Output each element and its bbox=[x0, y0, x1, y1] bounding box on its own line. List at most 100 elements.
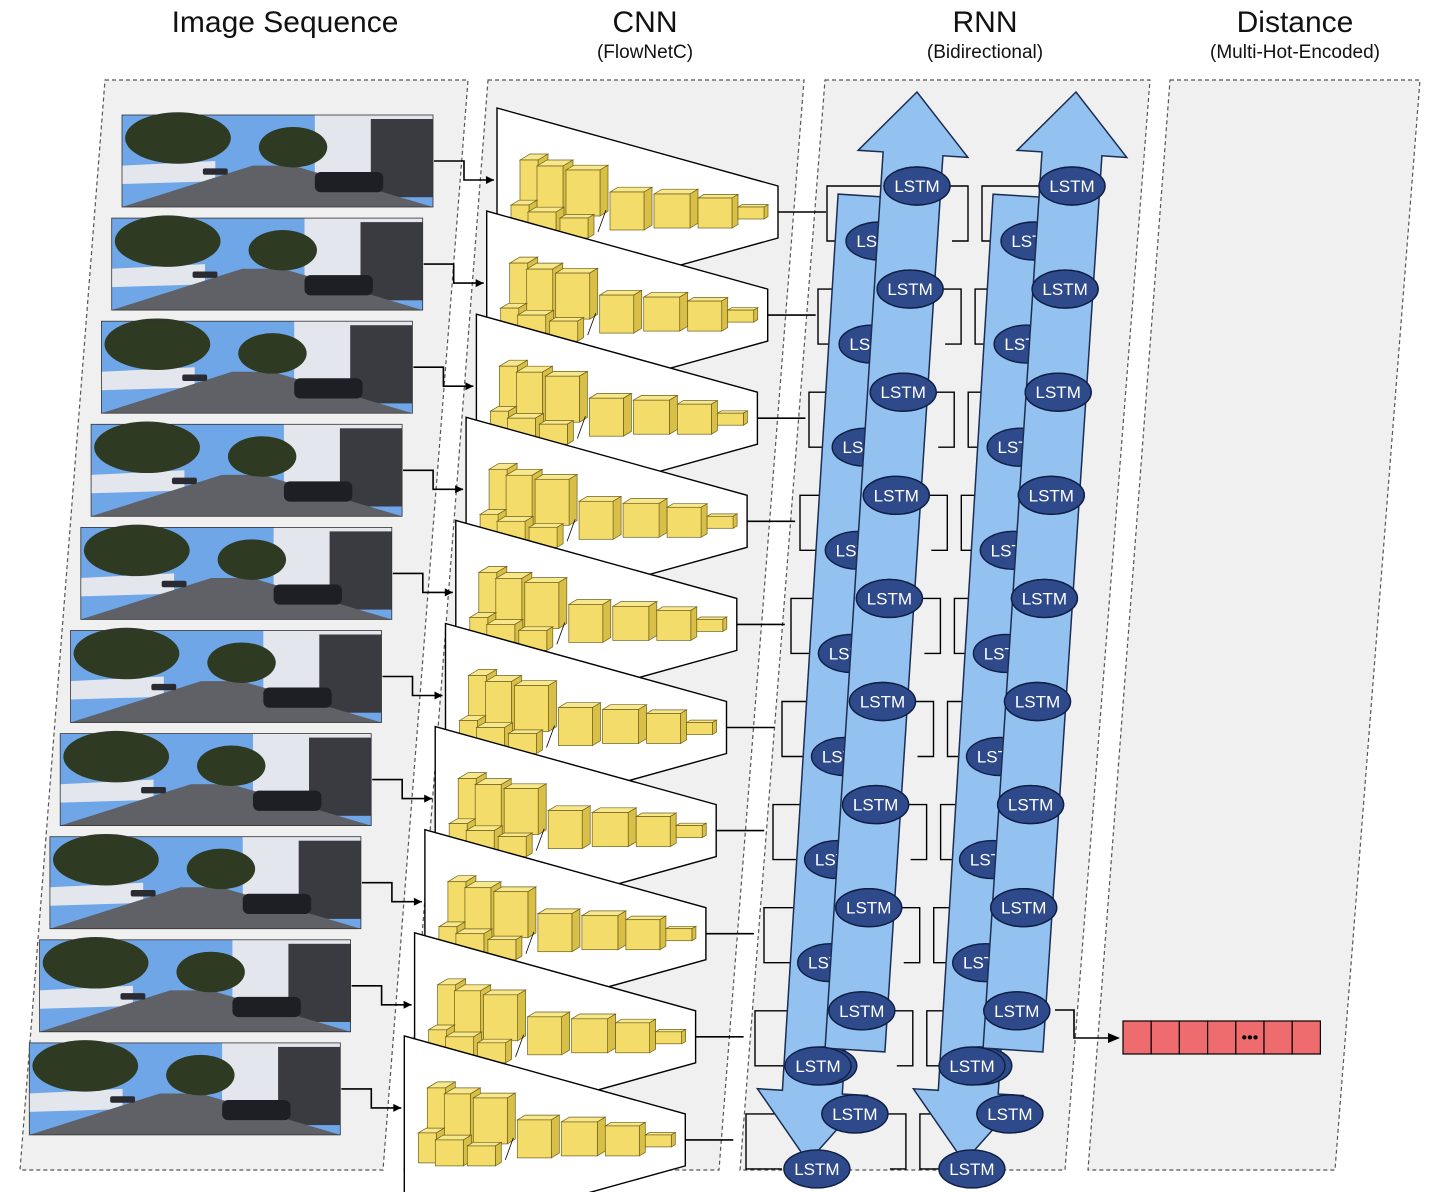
cube-top bbox=[716, 410, 749, 414]
cube-side bbox=[599, 164, 609, 217]
image-to-cnn-connector bbox=[361, 881, 422, 906]
cube-icon bbox=[466, 1141, 503, 1167]
car bbox=[232, 996, 301, 1018]
cube-side bbox=[623, 392, 632, 437]
frame-link bbox=[372, 778, 433, 800]
cube-front bbox=[737, 206, 765, 220]
frame-link bbox=[382, 675, 443, 697]
lstm-node: LSTM bbox=[938, 1046, 1006, 1086]
vector-cell-icon bbox=[1150, 1020, 1180, 1055]
lstm-label: LSTM bbox=[1049, 177, 1094, 196]
lstm-ellipse bbox=[990, 888, 1058, 928]
frame-link bbox=[413, 366, 474, 388]
cube-side bbox=[537, 783, 547, 836]
cube-icon bbox=[695, 616, 729, 633]
cube-front bbox=[633, 399, 670, 435]
cnn-flownetc bbox=[403, 1034, 734, 1192]
road bbox=[91, 474, 403, 517]
arrow-head bbox=[475, 279, 484, 288]
cube-top bbox=[674, 822, 708, 826]
cube-icon bbox=[486, 935, 524, 961]
cube-icon bbox=[644, 1131, 677, 1148]
cube-front bbox=[503, 788, 539, 835]
cube-top bbox=[696, 194, 740, 199]
image-border bbox=[70, 630, 382, 723]
lstm-label: LSTM bbox=[887, 280, 932, 299]
street-scene-image-icon bbox=[90, 421, 403, 517]
frame-link bbox=[423, 263, 484, 284]
cube-icon bbox=[674, 822, 708, 839]
feature-link bbox=[535, 828, 545, 851]
cube-side bbox=[732, 513, 738, 529]
road bbox=[111, 268, 423, 311]
road bbox=[101, 371, 413, 414]
cube-side bbox=[658, 497, 668, 538]
lstm-label: LSTM bbox=[874, 486, 919, 505]
cube-top bbox=[645, 709, 688, 714]
cube-icon bbox=[604, 1121, 647, 1157]
image-border bbox=[121, 114, 434, 208]
lstm-node: LSTM bbox=[996, 784, 1065, 825]
car bbox=[304, 275, 373, 296]
cube-icon bbox=[482, 989, 527, 1042]
cube-icon bbox=[664, 925, 698, 942]
cube-side bbox=[700, 503, 708, 538]
arrow-head bbox=[393, 1103, 402, 1112]
cube-icon bbox=[560, 1116, 607, 1157]
lstm-label: LSTM bbox=[881, 383, 926, 402]
lstm-ellipse bbox=[938, 1149, 1006, 1189]
car bbox=[263, 687, 332, 708]
cube-front bbox=[534, 478, 570, 526]
cube-front bbox=[581, 915, 619, 951]
lstm-label: LSTM bbox=[867, 589, 912, 608]
cube-icon bbox=[536, 908, 582, 953]
car bbox=[253, 790, 322, 811]
lstm-ellipse bbox=[784, 1046, 852, 1086]
cube-side bbox=[659, 915, 667, 951]
cube-front bbox=[483, 994, 518, 1042]
house bbox=[39, 985, 133, 1009]
lstm-ellipse bbox=[821, 1094, 889, 1134]
road bbox=[122, 165, 433, 207]
road bbox=[39, 990, 351, 1032]
lstm-label: LSTM bbox=[949, 1160, 994, 1179]
cube-icon bbox=[513, 680, 558, 733]
lstm-ellipse bbox=[996, 784, 1065, 825]
vector-cell-icon bbox=[1122, 1020, 1152, 1055]
arrow-head bbox=[403, 1000, 412, 1009]
title-text: CNN bbox=[612, 6, 678, 39]
cube-side bbox=[506, 1092, 516, 1145]
cube-front bbox=[622, 502, 660, 538]
arrow-head bbox=[424, 794, 433, 803]
cube-front bbox=[514, 685, 549, 732]
cube-top bbox=[736, 204, 770, 208]
lstm-ellipse bbox=[783, 1149, 851, 1189]
cube-icon bbox=[665, 503, 709, 538]
tree bbox=[227, 436, 297, 477]
image-to-cnn-connector bbox=[413, 366, 474, 391]
cube-icon bbox=[621, 497, 669, 538]
output-ellipsis: ••• bbox=[1241, 1030, 1258, 1047]
tree bbox=[73, 627, 180, 680]
cube-side bbox=[689, 188, 699, 229]
cube-icon bbox=[726, 307, 759, 323]
street-scene-image-icon bbox=[121, 112, 434, 208]
cube-top bbox=[634, 812, 678, 817]
cube-icon bbox=[608, 186, 654, 231]
image-to-cnn-connector bbox=[403, 469, 464, 494]
cube-top bbox=[726, 307, 759, 311]
cube-front bbox=[643, 296, 681, 332]
cube-side bbox=[546, 626, 554, 652]
lstm-node: LSTM bbox=[862, 475, 930, 515]
cube-front bbox=[635, 816, 671, 847]
cube-icon bbox=[557, 702, 602, 747]
arrow-head bbox=[455, 485, 464, 494]
title-text: RNN bbox=[952, 6, 1018, 39]
lstm-ellipse bbox=[1003, 681, 1072, 722]
lstm-node: LSTM bbox=[869, 372, 937, 412]
lstm-ellipse bbox=[876, 269, 944, 309]
cube-side bbox=[633, 289, 643, 334]
car bbox=[202, 168, 228, 175]
cube-front bbox=[547, 810, 583, 849]
cube-icon bbox=[676, 399, 719, 435]
